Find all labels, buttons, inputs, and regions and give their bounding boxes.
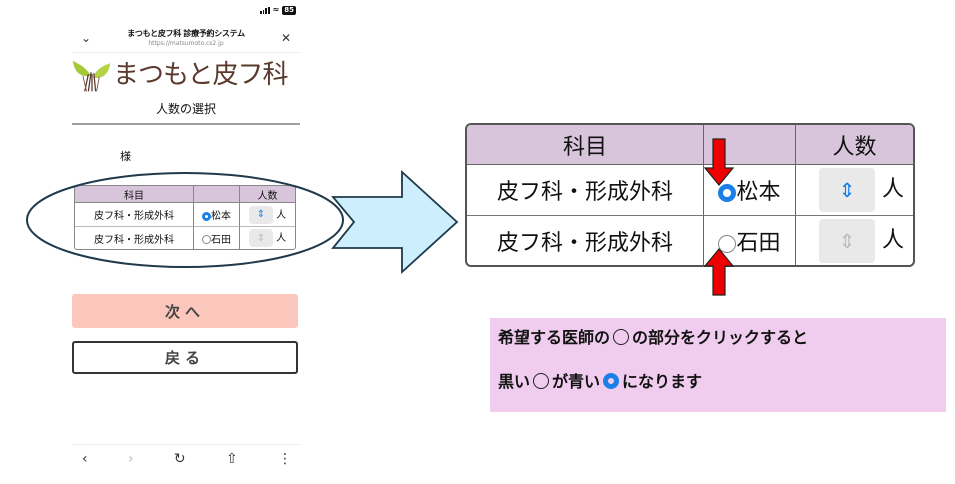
empty-circle-icon: [613, 329, 630, 345]
status-bar: ≈ 85: [260, 4, 296, 16]
back-button[interactable]: 戻る: [72, 341, 298, 374]
department-cell: 皮フ科・形成外科: [94, 211, 174, 222]
red-arrow-up-icon: [704, 248, 734, 296]
count-cell: ⇕ 人: [239, 226, 295, 249]
phone-screen: ≈ 85 ⌄ まつもと皮フ科 診療予約システム https://matsumot…: [72, 0, 300, 484]
radio-selected-icon[interactable]: [718, 184, 737, 202]
count-stepper[interactable]: ⇕: [818, 218, 875, 263]
clinic-logo: まつもと皮フ科: [72, 55, 300, 95]
chevron-up-down-icon: ⇕: [256, 209, 266, 220]
unit-label: 人: [276, 209, 287, 221]
doctor-option[interactable]: 松本: [193, 203, 239, 226]
cellular-signal-icon: [260, 6, 270, 14]
column-header-department: 科目: [75, 186, 193, 203]
divider: [72, 52, 300, 53]
doctor-name: 松本: [736, 180, 781, 205]
red-arrow-down-icon: [704, 138, 734, 186]
empty-circle-icon: [533, 373, 550, 389]
more-icon[interactable]: ⋮: [278, 451, 292, 467]
table-row: 皮フ科・形成外科 松本 ⇕ 人: [75, 203, 295, 226]
unit-label: 人: [881, 227, 904, 253]
count-cell: ⇕ 人: [795, 215, 913, 265]
browser-url: https://matsumoto.cs2.jp: [148, 40, 224, 47]
doctor-name: 石田: [211, 234, 231, 246]
note-line-1: 希望する医師の の部分をクリックすると: [498, 324, 946, 368]
unit-label: 人: [881, 177, 904, 202]
department-cell: 皮フ科・形成外科: [496, 180, 673, 205]
note-line-2: 黒い が青い になります: [498, 368, 946, 412]
highlight-ellipse: [26, 172, 344, 268]
department-cell: 皮フ科・形成外科: [467, 215, 703, 265]
browser-title: まつもと皮フ科 診療予約システム: [127, 29, 245, 38]
browser-bar: ⌄ まつもと皮フ科 診療予約システム https://matsumoto.cs2…: [72, 24, 300, 52]
share-icon[interactable]: ⇧: [225, 451, 238, 467]
note-text: が青い: [552, 372, 601, 391]
count-stepper[interactable]: ⇕: [248, 205, 273, 224]
reload-icon[interactable]: ↻: [173, 451, 186, 467]
chevron-up-down-icon: ⇕: [256, 232, 266, 244]
divider: [72, 444, 300, 445]
leaf-sprout-icon: [72, 60, 111, 92]
doctor-option[interactable]: 石田: [193, 226, 239, 249]
page-title: 人数の選択: [155, 102, 216, 116]
browser-title-block: まつもと皮フ科 診療予約システム https://matsumoto.cs2.j…: [98, 24, 274, 52]
count-cell: ⇕ 人: [239, 203, 295, 226]
note-text: になります: [622, 372, 703, 391]
column-header-department: 科目: [467, 125, 703, 165]
note-text: 希望する医師の: [498, 328, 611, 347]
chevron-down-icon[interactable]: ⌄: [80, 31, 92, 45]
forward-icon[interactable]: ›: [127, 451, 134, 467]
close-icon[interactable]: ✕: [280, 31, 292, 45]
selection-table: 科目 人数 皮フ科・形成外科 松本 ⇕ 人 皮フ科・形成外科 石田 ⇕ 人: [74, 185, 296, 250]
patient-honorific: 様: [120, 150, 131, 163]
divider: [72, 123, 300, 125]
column-header-doctor: [193, 186, 239, 203]
note-text: の部分をクリックすると: [632, 328, 809, 347]
radio-unselected-icon[interactable]: [202, 235, 211, 244]
doctor-option[interactable]: 石田: [703, 215, 795, 265]
radio-selected-icon[interactable]: [202, 211, 211, 221]
doctor-name: 石田: [736, 230, 781, 256]
radio-unselected-icon[interactable]: [718, 234, 737, 253]
chevron-up-down-icon: ⇕: [838, 178, 856, 202]
zoomed-selection-table: 科目 人数 皮フ科・形成外科 松本 ⇕ 人 皮フ科・形成外科 石田 ⇕ 人: [465, 123, 915, 267]
unit-label: 人: [276, 233, 287, 244]
wifi-icon: ≈: [272, 5, 280, 14]
next-button[interactable]: 次へ: [72, 294, 298, 328]
column-header-count: 人数: [239, 186, 295, 203]
note-text: 黒い: [498, 372, 531, 391]
chevron-up-down-icon: ⇕: [838, 228, 856, 253]
column-header-count: 人数: [795, 125, 913, 165]
blue-radio-icon: [603, 373, 620, 389]
doctor-option[interactable]: 松本: [703, 165, 795, 215]
table-row: 皮フ科・形成外科 松本 ⇕ 人: [467, 165, 913, 215]
instruction-note: 希望する医師の の部分をクリックすると 黒い が青い になります: [490, 318, 946, 412]
count-stepper[interactable]: ⇕: [818, 168, 875, 212]
right-arrow-icon: [331, 170, 459, 275]
department-cell: 皮フ科・形成外科: [75, 226, 193, 249]
back-icon[interactable]: ‹: [82, 451, 88, 467]
count-cell: ⇕ 人: [795, 165, 913, 215]
table-row: 皮フ科・形成外科 石田 ⇕ 人: [467, 215, 913, 265]
doctor-name: 松本: [211, 211, 231, 222]
count-stepper[interactable]: ⇕: [248, 229, 273, 247]
clinic-name: まつもと皮フ科: [113, 60, 288, 90]
browser-bottom-nav: ‹ › ↻ ⇧ ⋮: [72, 448, 300, 470]
battery-indicator: 85: [282, 5, 296, 15]
table-row: 皮フ科・形成外科 石田 ⇕ 人: [75, 226, 295, 249]
